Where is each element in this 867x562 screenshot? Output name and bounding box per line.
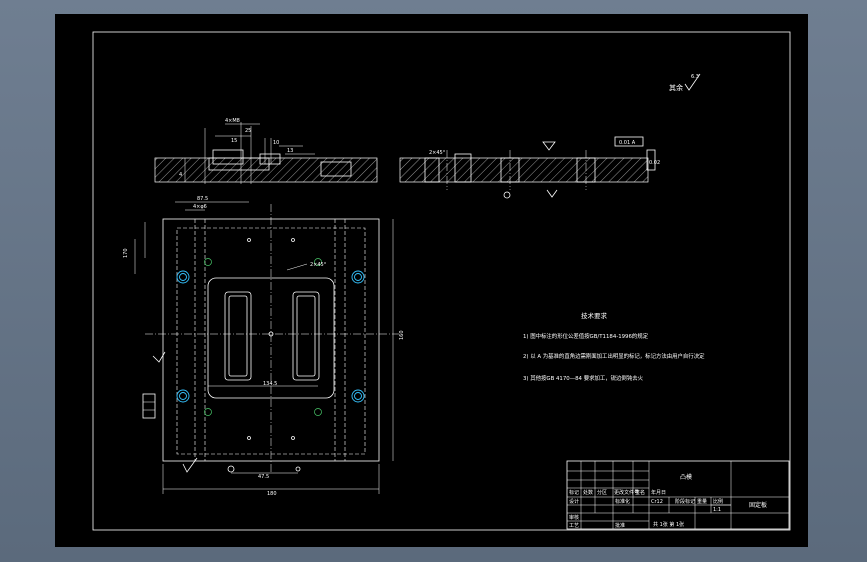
tb-row-label-3: 审核: [569, 514, 579, 521]
tb-material: Cr12: [651, 499, 663, 505]
tb-drawing-name: 固定板: [749, 501, 767, 509]
drawing-border: [92, 31, 791, 531]
dim-inner-width: 87.5: [197, 196, 208, 202]
tb-part-name: 凸模: [680, 473, 692, 481]
tb-row-label-1: 标记: [569, 489, 579, 496]
tb-cell-standard: 标准化: [615, 498, 630, 505]
tb-header-1: 处数: [583, 489, 593, 496]
section-view-left: 4×M8 25 15 10 13 4: [154, 118, 378, 184]
tolerance-parallel: 0.01 A: [619, 140, 636, 146]
tech-note-1: 1) 图中标注的形位公差值按GB/T1184-1996的规定: [523, 332, 649, 340]
tolerance-flatness: 0.02: [649, 160, 660, 166]
cad-drawing: 其余 6.3 4×M8 25 15 10 13 4: [92, 31, 791, 531]
tb-header-5: 年月日: [651, 489, 666, 496]
roughness-value: 6.3: [691, 74, 699, 80]
dim-d: 10: [273, 140, 279, 146]
tb-header-4: 签名: [635, 489, 645, 496]
tb-cell-weight: 重量: [697, 498, 707, 505]
tb-header-2: 分区: [597, 489, 607, 496]
dim-top-width: 180: [267, 491, 277, 497]
tb-scale: 1:1: [713, 507, 721, 513]
roughness-label: 其余: [669, 83, 683, 92]
tech-notes-title: 技术要求: [581, 311, 608, 320]
dim-holes-spec: 4×φ6: [193, 204, 207, 210]
title-block: 处数 分区 更改文件号 签名 年月日 标记 设计 审核 工艺 标准化 批准 Cr…: [566, 460, 790, 530]
tech-note-3: 3) 其他按GB 4170—84 要求加工，锐边倒钝去火: [523, 374, 644, 382]
tb-cell-stage: 阶段标记: [675, 498, 695, 505]
dim-chamfer-plan: 2×45°: [310, 262, 327, 268]
dim-side: 170: [123, 248, 129, 258]
dim-b: 25: [245, 128, 251, 134]
tolerance-frame: [614, 136, 644, 147]
section-view-right: 0.01 A 0.02 2×45°: [399, 136, 660, 199]
tb-cell-approve: 批准: [615, 522, 625, 529]
tb-cell-scale-label: 比例: [713, 498, 723, 505]
dim-c: 15: [231, 138, 237, 144]
tb-header-3: 更改文件号: [614, 489, 639, 496]
plan-view: 180 47.5 134.5 87.5 4×φ6 170 160 2×45°: [123, 196, 405, 497]
drawing-sheet: 其余 6.3 4×M8 25 15 10 13 4: [55, 14, 808, 547]
dim-inner-span: 134.5: [263, 381, 277, 387]
dim-plate-height: 160: [399, 330, 405, 340]
tb-sheet: 共 1张 第 1张: [653, 521, 684, 528]
dim-e: 13: [287, 148, 293, 154]
tb-row-label-4: 工艺: [569, 523, 579, 529]
dim-hole-offset: 47.5: [258, 474, 269, 480]
dim-a: 4×M8: [225, 118, 240, 124]
roughness-symbol: 其余 6.3: [669, 73, 701, 92]
tech-notes: 技术要求 1) 图中标注的形位公差值按GB/T1184-1996的规定 2) 以…: [523, 311, 705, 382]
dim-angle: 4: [179, 172, 182, 178]
tb-row-label-2: 设计: [569, 498, 579, 505]
tech-note-2: 2) 以 A 为基准的直角边需刚面加工出明显的标记，标记方法由用户自行决定: [523, 352, 705, 360]
dim-chamfer: 2×45°: [429, 150, 446, 156]
